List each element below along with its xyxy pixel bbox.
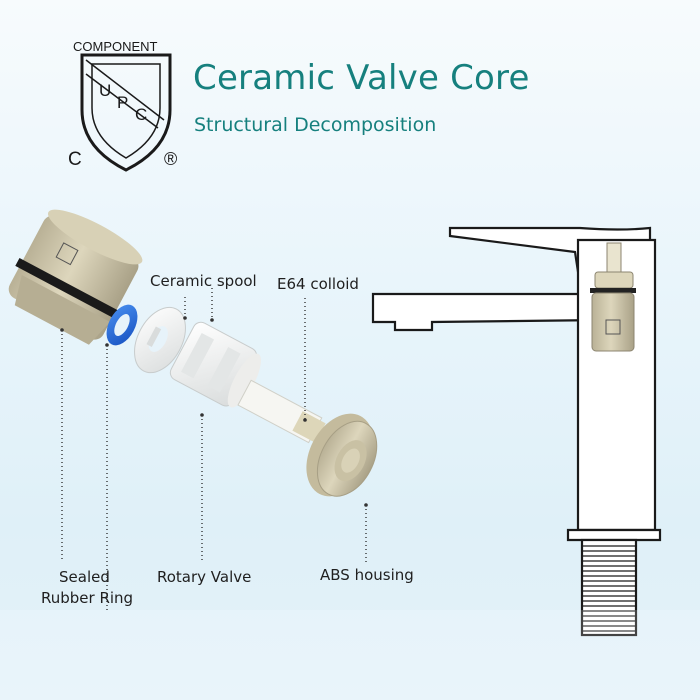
badge-component-text: COMPONENT (73, 39, 158, 54)
registered-mark: ® (164, 149, 177, 169)
label-rotary-valve: Rotary Valve (157, 568, 252, 586)
badge-left-c: C (68, 149, 82, 170)
upc-shield-icon (80, 53, 172, 172)
badge-letter-p: P (117, 93, 128, 112)
blue-ring (106, 304, 138, 346)
faucet-illustration (371, 226, 662, 637)
installed-cartridge (590, 242, 636, 352)
faucet-thread-lines (582, 545, 636, 632)
abs-housing-part (306, 413, 378, 497)
label-ceramic-spool: Ceramic spool (150, 272, 257, 290)
water-reflection (0, 610, 700, 700)
label-e64-colloid: E64 colloid (277, 275, 359, 293)
ceramic-spool (134, 306, 186, 374)
badge-letter-c: C (135, 105, 147, 124)
badge-letter-u: U (99, 81, 111, 100)
page-subtitle: Structural Decomposition (194, 114, 437, 136)
label-sealed-line2: Rubber Ring (41, 589, 134, 607)
leader-lines (61, 288, 367, 610)
rotary-valve (169, 321, 262, 408)
page-title: Ceramic Valve Core (193, 58, 530, 98)
label-sealed-line1: Sealed (59, 568, 110, 586)
label-abs-housing: ABS housing (320, 566, 414, 584)
label-sealed-rubber-ring: Sealed Rubber Ring (41, 568, 144, 607)
valve-core-illustration (8, 209, 378, 497)
cartridge-body (8, 209, 143, 345)
leader-dots (60, 316, 368, 507)
